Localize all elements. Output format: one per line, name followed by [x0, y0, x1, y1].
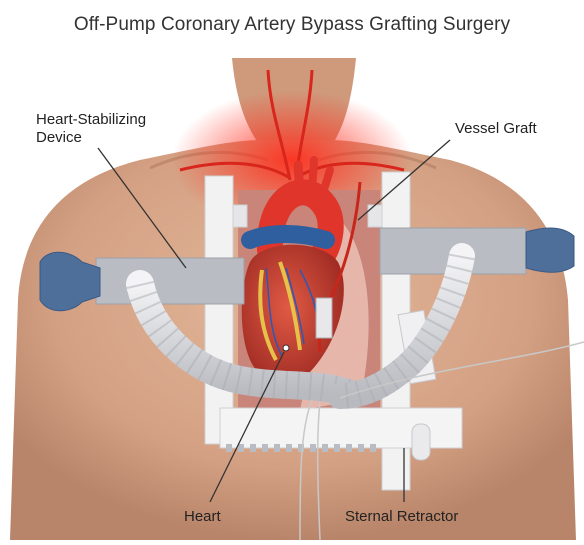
label-heart: Heart [184, 508, 221, 526]
label-heart-stabilizing-device: Heart-Stabilizing Device [36, 111, 146, 147]
heart-pointer-dot [283, 345, 289, 351]
label-sternal-retractor: Sternal Retractor [345, 508, 458, 526]
label-stabilizer-line1: Heart-Stabilizing [36, 111, 146, 129]
diagram-title: Off-Pump Coronary Artery Bypass Grafting… [0, 14, 584, 36]
label-vessel-graft: Vessel Graft [455, 120, 537, 138]
label-stabilizer-line2: Device [36, 129, 146, 147]
pulmonary-vein [250, 234, 326, 240]
